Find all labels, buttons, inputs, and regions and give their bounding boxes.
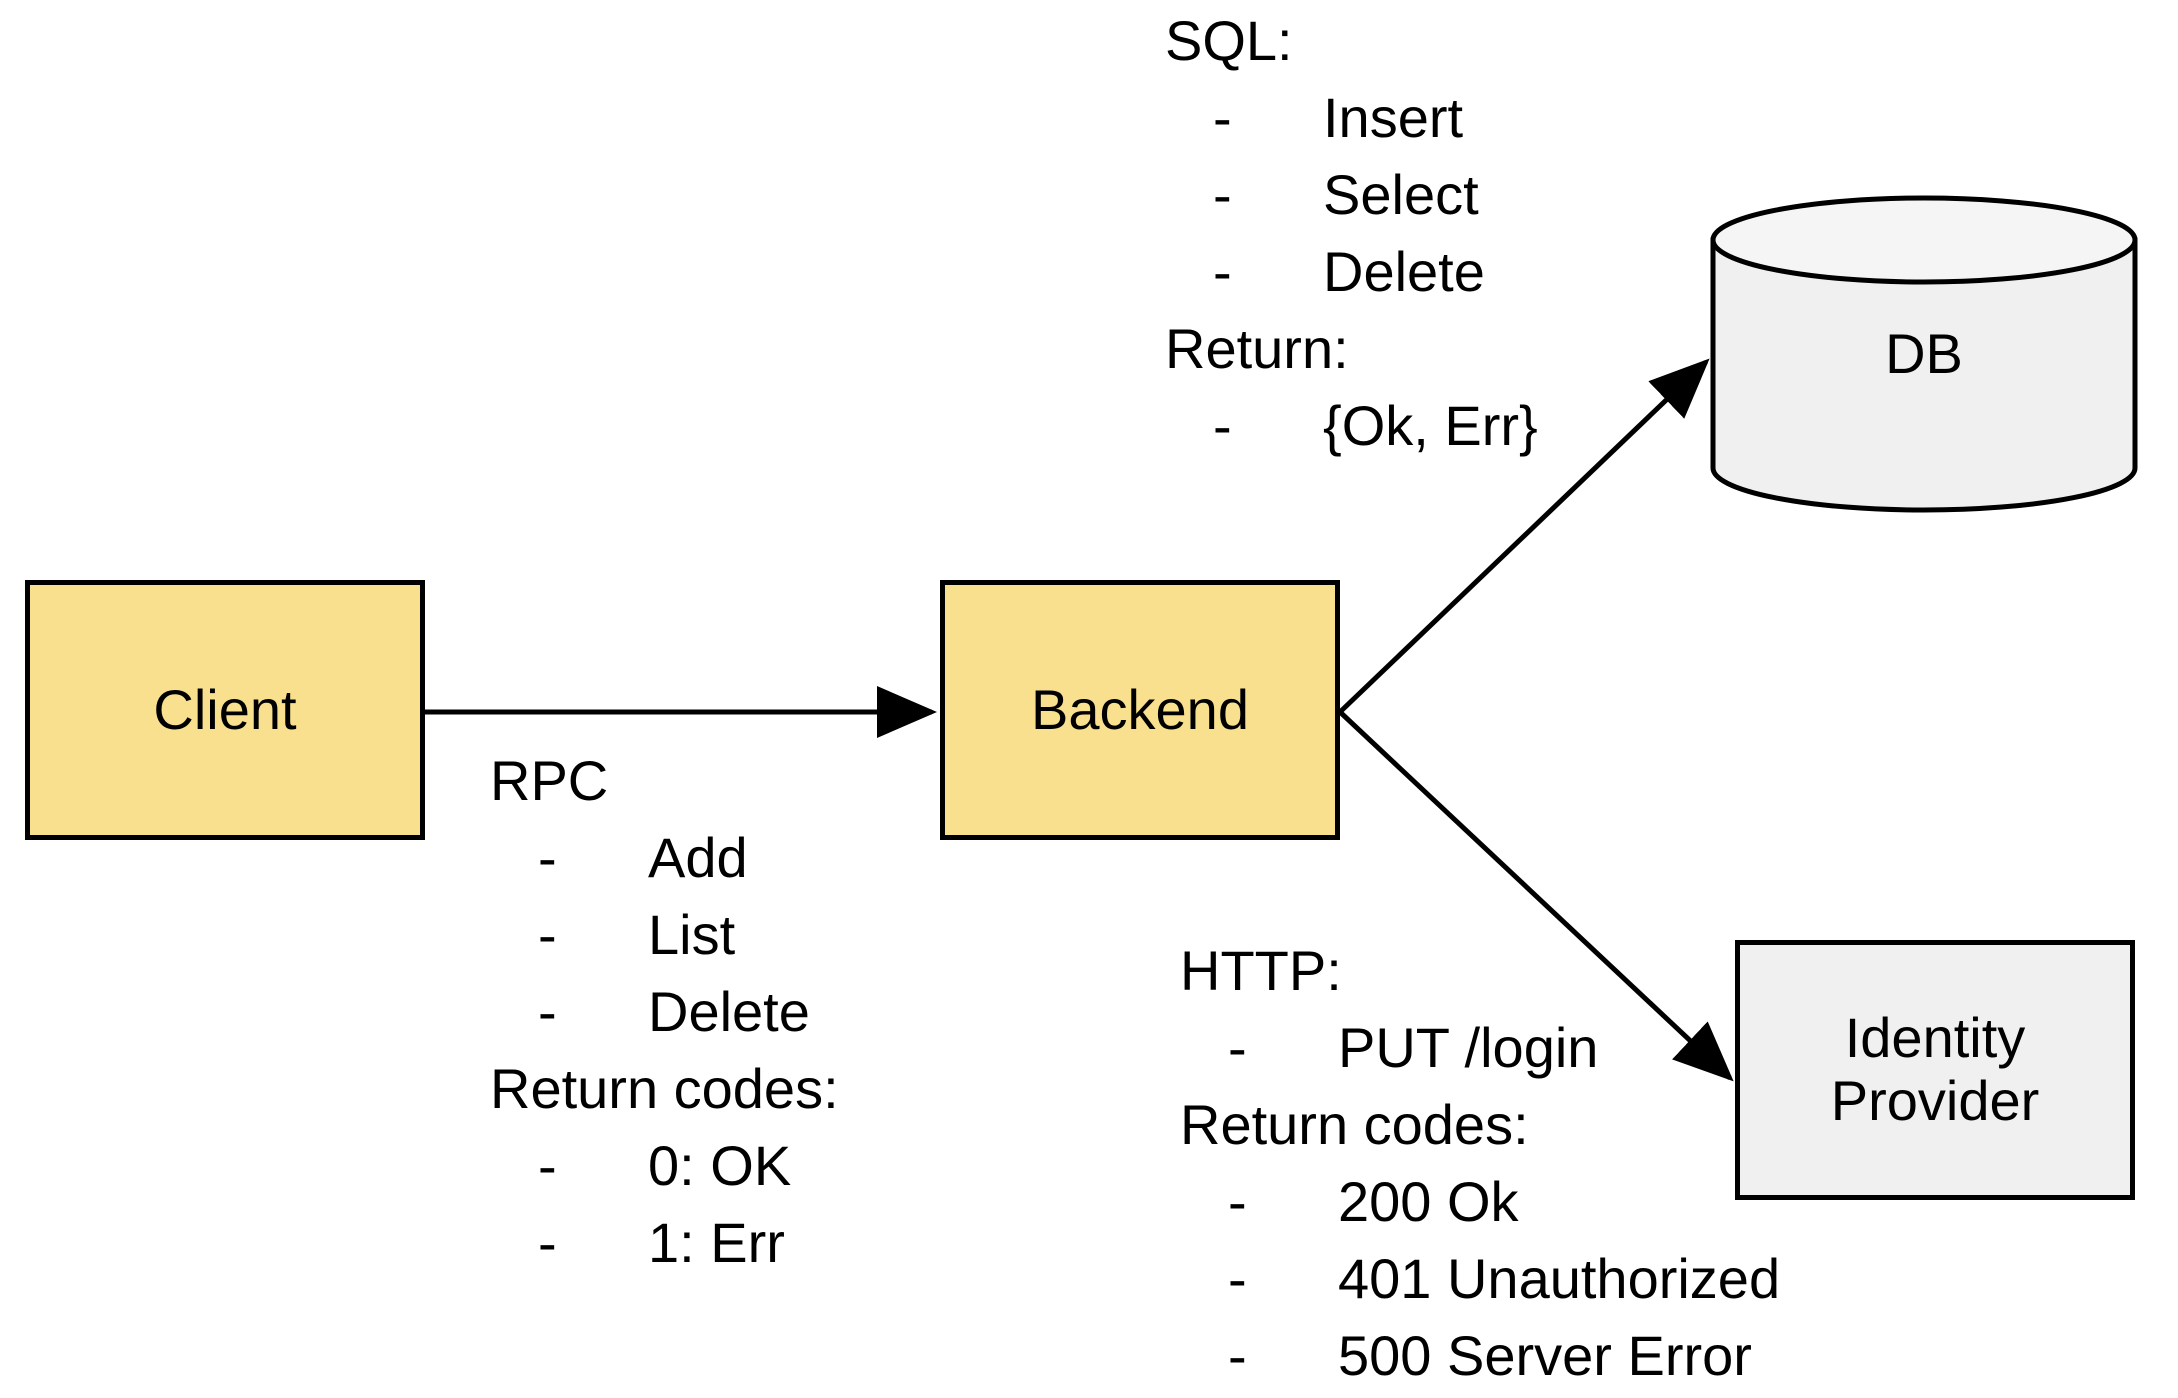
bullet-dash-icon: - (538, 980, 557, 1043)
sql-annotation-return-header: Return: (1165, 317, 1349, 380)
sql-annotation-item-text: {Ok, Err} (1323, 394, 1538, 457)
bullet-dash-icon: - (538, 903, 557, 966)
http-annotation-item-text: 500 Server Error (1338, 1324, 1752, 1387)
node-db[interactable]: DB (1710, 195, 2138, 513)
bullet-dash-icon: - (1213, 163, 1232, 226)
rpc-annotation-return-header: Return codes: (490, 1057, 839, 1120)
sql-annotation: SQL: - Insert - Select - Delete Return: - {O… (1165, 2, 1538, 464)
database-cylinder-icon (1710, 195, 2138, 513)
sql-annotation-item: - Delete (1165, 233, 1538, 310)
bullet-dash-icon: - (1213, 240, 1232, 303)
node-identity-provider-label-line1: Identity (1844, 1006, 2026, 1070)
node-identity-provider-label-line2: Provider (1830, 1069, 2040, 1132)
rpc-annotation: RPC - Add - List - Delete Return codes: - 0:… (490, 742, 839, 1281)
http-annotation-item-text: 200 Ok (1338, 1170, 1519, 1233)
http-annotation-item-text: 401 Unauthorized (1338, 1247, 1781, 1310)
http-annotation-item: - PUT /login (1180, 1009, 1780, 1086)
bullet-dash-icon: - (1213, 394, 1232, 457)
node-backend-label: Backend (1031, 677, 1249, 741)
sql-annotation-item: - Insert (1165, 79, 1538, 156)
http-annotation: HTTP: -PUT /login Return codes: -200 Ok … (1180, 932, 1780, 1394)
rpc-annotation-item: - List (490, 896, 839, 973)
http-annotation-item: - 401 Unauthorized (1180, 1240, 1780, 1317)
rpc-annotation-item: - 0: OK (490, 1127, 839, 1204)
bullet-dash-icon: - (1228, 1016, 1247, 1079)
rpc-annotation-item: - Add (490, 819, 839, 896)
sql-annotation-item-text: Delete (1323, 240, 1485, 303)
http-annotation-header: HTTP: (1180, 939, 1342, 1002)
http-annotation-item-text: PUT /login (1338, 1016, 1599, 1079)
rpc-annotation-header: RPC (490, 749, 609, 812)
bullet-dash-icon: - (538, 1211, 557, 1274)
node-client-label: Client (153, 677, 297, 741)
sql-annotation-item: - {Ok, Err} (1165, 387, 1538, 464)
node-db-label: DB (1885, 321, 1963, 385)
sql-annotation-item: - Select (1165, 156, 1538, 233)
bullet-dash-icon: - (538, 1134, 557, 1197)
http-annotation-item: - 500 Server Error (1180, 1317, 1780, 1394)
rpc-annotation-item-text: List (648, 903, 736, 966)
rpc-annotation-item: - 1: Err (490, 1204, 839, 1281)
node-client[interactable]: Client (25, 580, 425, 840)
bullet-dash-icon: - (538, 826, 557, 889)
bullet-dash-icon: - (1228, 1170, 1247, 1233)
rpc-annotation-item-text: Add (648, 826, 748, 889)
rpc-annotation-item-text: 0: OK (648, 1134, 792, 1197)
bullet-dash-icon: - (1228, 1247, 1247, 1310)
http-annotation-item: - 200 Ok (1180, 1163, 1780, 1240)
rpc-annotation-item-text: 1: Err (648, 1211, 785, 1274)
sql-annotation-item-text: Select (1323, 163, 1479, 226)
rpc-annotation-item: - Delete (490, 973, 839, 1050)
rpc-annotation-item-text: Delete (648, 980, 810, 1043)
node-identity-provider[interactable]: Identity Provider (1735, 940, 2135, 1200)
bullet-dash-icon: - (1228, 1324, 1247, 1387)
node-identity-provider-label: Identity Provider (1830, 1006, 2040, 1132)
http-annotation-return-header: Return codes: (1180, 1093, 1529, 1156)
sql-annotation-item-text: Insert (1323, 86, 1464, 149)
sql-annotation-header: SQL: (1165, 9, 1293, 72)
bullet-dash-icon: - (1213, 86, 1232, 149)
node-backend[interactable]: Backend (940, 580, 1340, 840)
